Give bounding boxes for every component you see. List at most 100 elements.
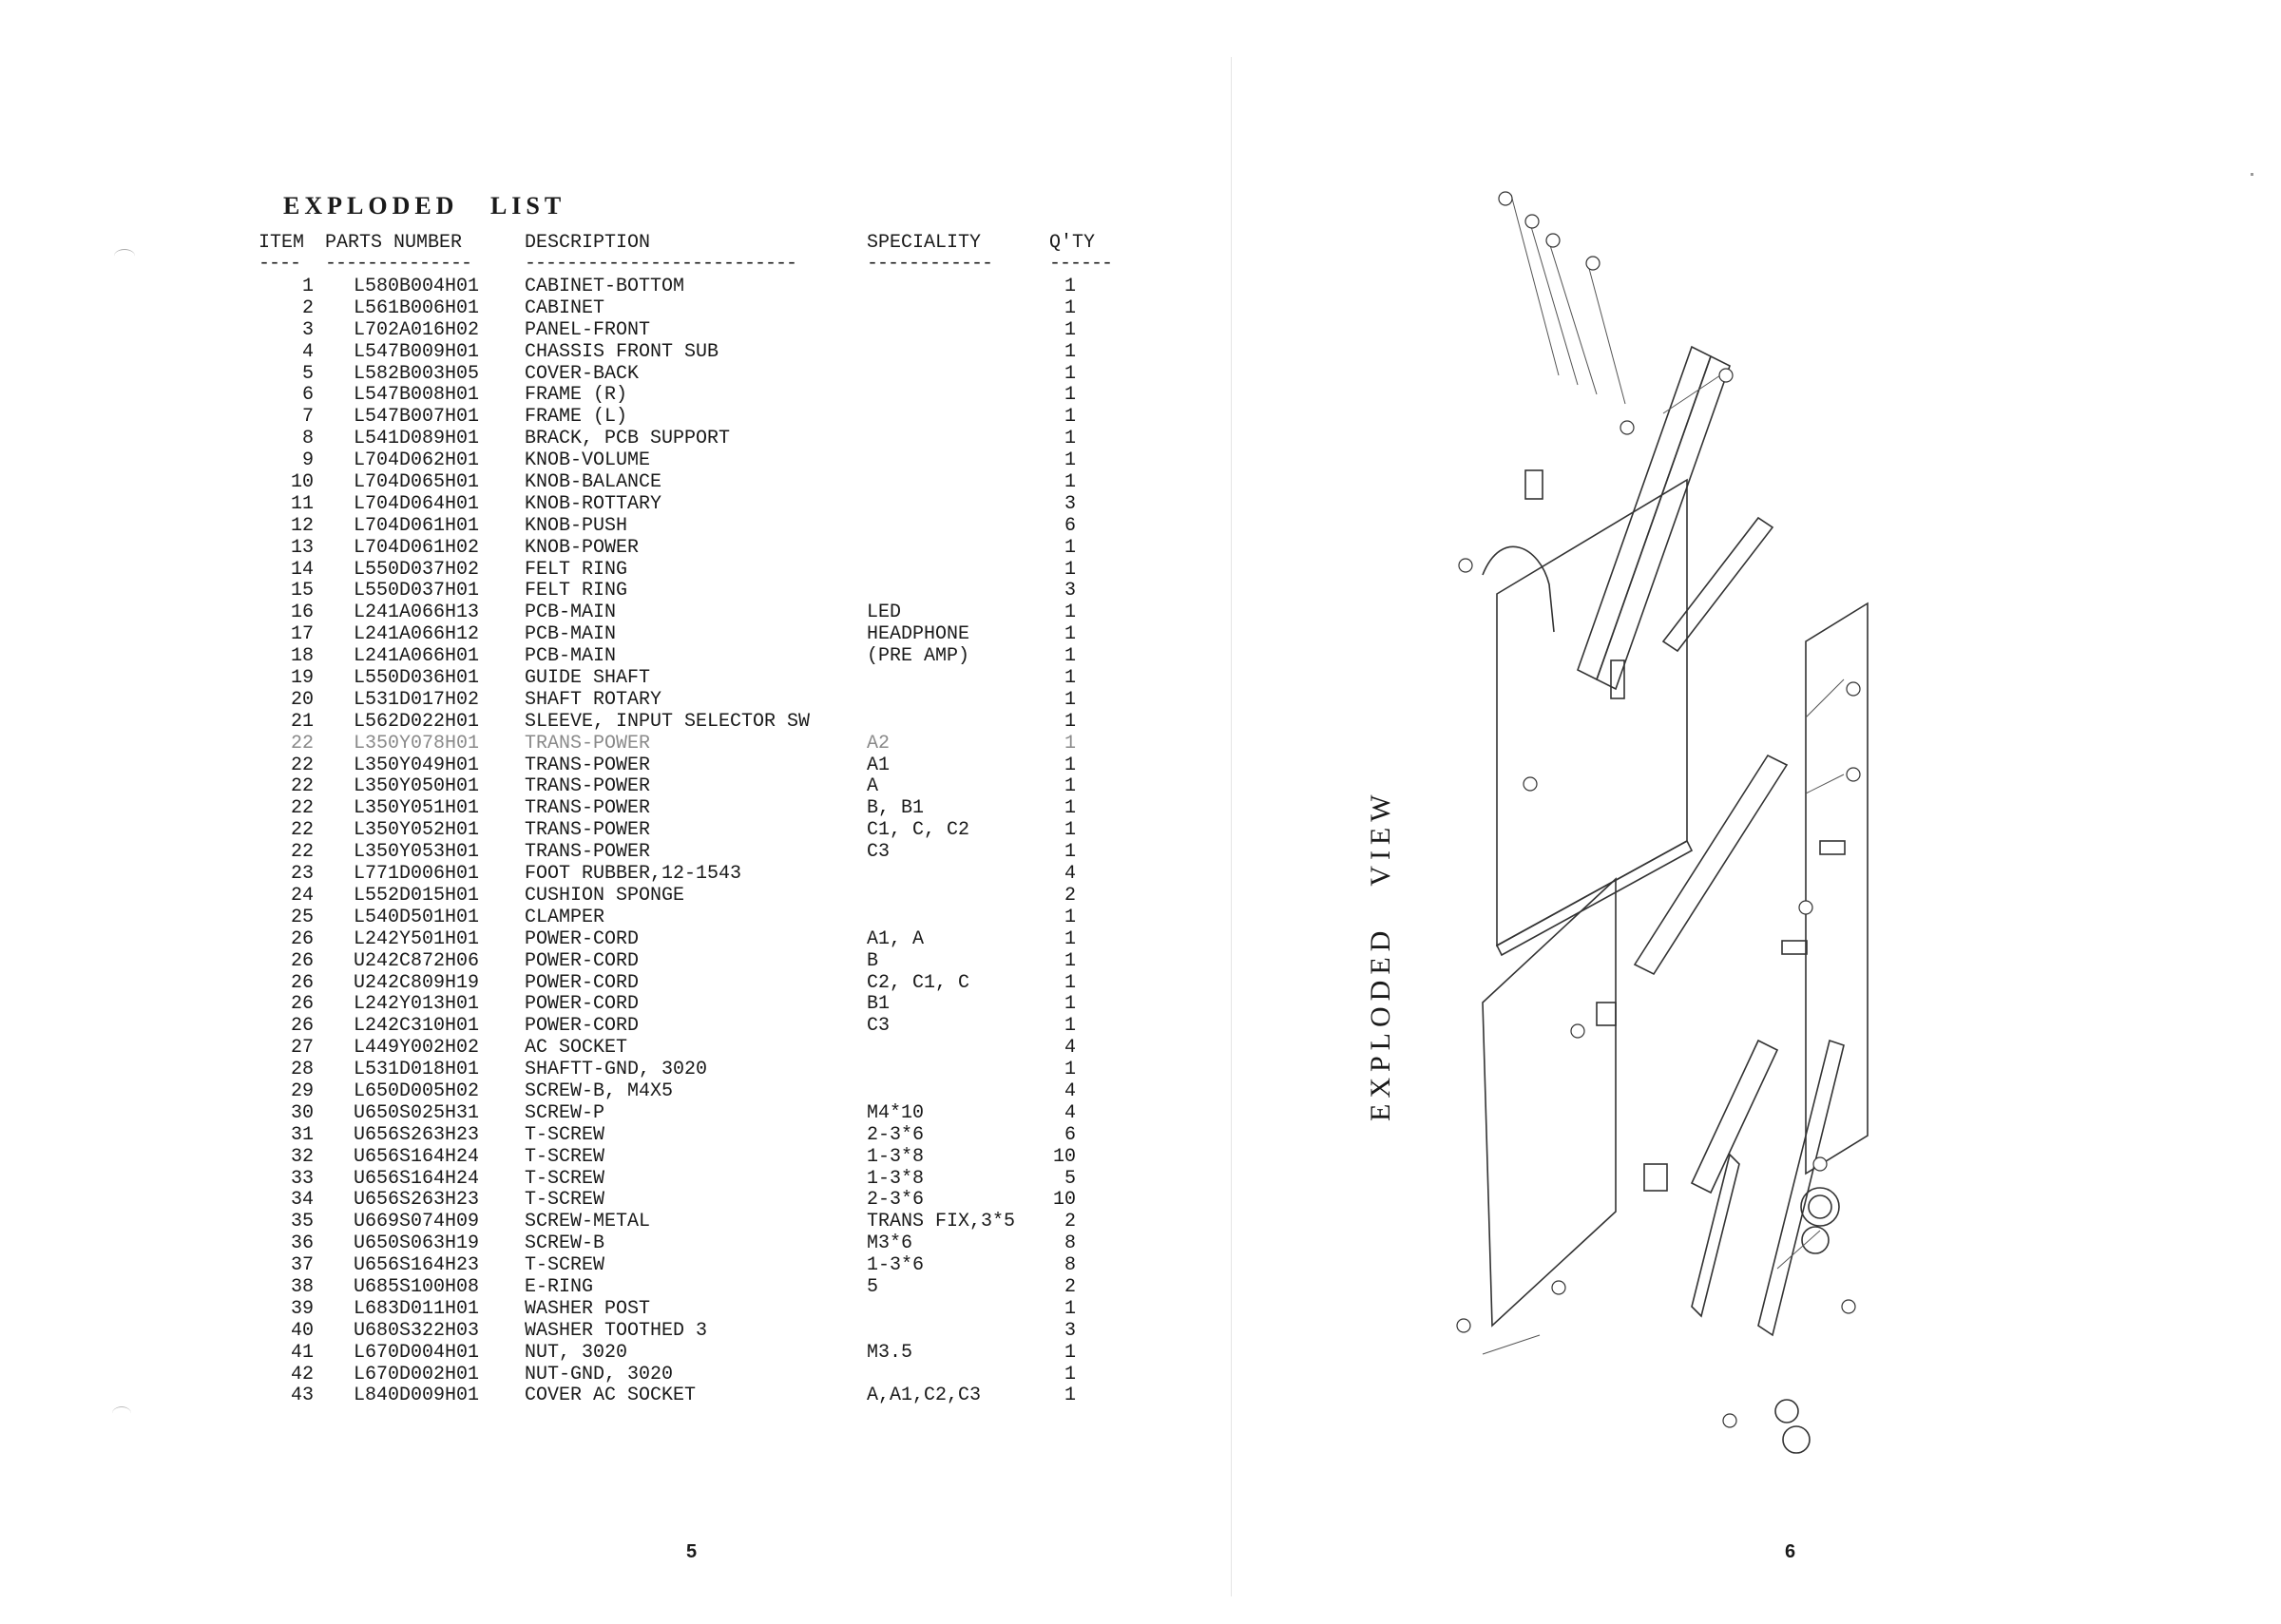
row-description: WASHER POST: [525, 1297, 651, 1320]
row-part-number: U656S263H23: [354, 1189, 480, 1212]
row-item: 26: [290, 927, 314, 950]
row-part-number: L550D037H01: [354, 580, 480, 602]
row-part-number: L670D004H01: [354, 1341, 480, 1364]
page-number-left: 5: [686, 1541, 698, 1562]
row-qty: 1: [1064, 1015, 1076, 1038]
callout: [1846, 767, 1861, 782]
row-item: 26: [290, 949, 314, 972]
row-part-number: L241A066H01: [354, 645, 480, 668]
row-item: 8: [301, 428, 314, 450]
row-part-number: L350Y051H01: [354, 797, 480, 820]
callout: [1620, 420, 1635, 435]
row-qty: 1: [1064, 775, 1076, 798]
row-part-number: U242C872H06: [354, 949, 480, 972]
row-item: 21: [290, 710, 314, 733]
row-description: T-SCREW: [525, 1123, 605, 1146]
row-description: TRANS-POWER: [525, 732, 651, 755]
row-item: 31: [290, 1123, 314, 1146]
row-item: 38: [290, 1275, 314, 1298]
row-item: 30: [290, 1101, 314, 1124]
trans-power: [1596, 1002, 1617, 1026]
row-qty: 2: [1064, 1211, 1076, 1233]
row-speciality: TRANS FIX,3*5: [867, 1211, 1016, 1233]
col-spec-header: SPECIALITY: [867, 232, 982, 254]
row-qty: 6: [1064, 514, 1076, 537]
row-description: T-SCREW: [525, 1167, 605, 1190]
row-speciality: B, B1: [867, 797, 925, 820]
row-part-number: L547B009H01: [354, 340, 480, 363]
row-part-number: L704D064H01: [354, 492, 480, 515]
row-item: 36: [290, 1232, 314, 1255]
scan-mark: [2251, 173, 2253, 176]
row-description: SCREW-B, M4X5: [525, 1079, 674, 1102]
row-part-number: L683D011H01: [354, 1297, 480, 1320]
row-description: GUIDE SHAFT: [525, 667, 651, 690]
row-qty: 1: [1064, 340, 1076, 363]
row-item: 28: [290, 1059, 314, 1081]
callout: [1841, 1299, 1856, 1314]
row-qty: 4: [1064, 1037, 1076, 1060]
row-description: CABINET: [525, 296, 605, 319]
row-part-number: U685S100H08: [354, 1275, 480, 1298]
row-description: KNOB-ROTTARY: [525, 492, 662, 515]
callout: [1718, 368, 1734, 383]
row-qty: 1: [1064, 406, 1076, 429]
back-panel: [1577, 345, 1712, 681]
exploded-view-diagram: [1445, 185, 1882, 1516]
row-qty: 1: [1064, 993, 1076, 1016]
row-speciality: 2-3*6: [867, 1123, 925, 1146]
row-speciality: A1: [867, 754, 891, 776]
row-speciality: C1, C, C2: [867, 819, 970, 842]
row-item: 22: [290, 819, 314, 842]
trans-power: [1643, 1163, 1668, 1192]
row-description: SHAFTT-GND, 3020: [525, 1059, 708, 1081]
row-item: 22: [290, 754, 314, 776]
row-speciality: A2: [867, 732, 891, 755]
row-part-number: U242C809H19: [354, 971, 480, 994]
row-description: TRANS-POWER: [525, 797, 651, 820]
row-qty: 1: [1064, 645, 1076, 668]
row-item: 4: [301, 340, 314, 363]
row-description: NUT-GND, 3020: [525, 1363, 674, 1385]
col-spec-rule: ------------: [867, 253, 993, 275]
row-description: KNOB-PUSH: [525, 514, 628, 537]
col-desc-header: DESCRIPTION: [525, 232, 651, 254]
row-description: PCB-MAIN: [525, 623, 617, 646]
row-qty: 10: [1052, 1145, 1076, 1168]
scan-mark: [114, 249, 135, 263]
row-qty: 1: [1064, 428, 1076, 450]
row-item: 22: [290, 732, 314, 755]
row-speciality: A,A1,C2,C3: [867, 1385, 982, 1407]
row-description: T-SCREW: [525, 1189, 605, 1212]
col-parts-header: PARTS NUMBER: [325, 232, 463, 254]
row-description: CLAMPER: [525, 906, 605, 928]
row-qty: 1: [1064, 1059, 1076, 1081]
row-item: 35: [290, 1211, 314, 1233]
row-qty: 1: [1064, 318, 1076, 341]
row-description: FOOT RUBBER,12-1543: [525, 863, 742, 886]
row-description: CABINET-BOTTOM: [525, 276, 685, 297]
row-item: 40: [290, 1319, 314, 1342]
row-description: POWER-CORD: [525, 971, 640, 994]
ac-socket: [1610, 659, 1625, 699]
row-item: 14: [290, 558, 314, 581]
